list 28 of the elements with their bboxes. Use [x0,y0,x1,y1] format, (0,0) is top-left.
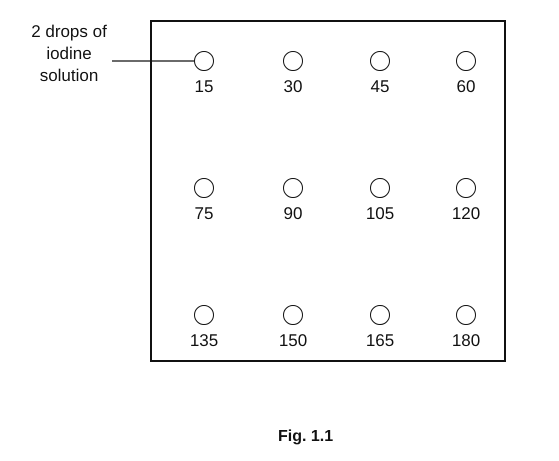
spot-well [283,51,303,71]
spot-well [194,178,214,198]
time-label: 90 [282,204,304,224]
spotting-tile [150,20,506,362]
time-label: 30 [282,77,304,97]
spot-well [370,178,390,198]
leader-line [112,60,194,62]
spot-well [370,51,390,71]
time-label: 15 [194,77,214,97]
time-label: 180 [450,331,482,351]
spot-well [283,305,303,325]
time-label: 105 [364,204,396,224]
time-label: 165 [364,331,396,351]
time-label: 150 [278,331,308,351]
time-label: 120 [450,204,482,224]
spot-well [456,178,476,198]
time-label: 135 [188,331,220,351]
figure-caption: Fig. 1.1 [278,428,334,446]
spot-well [456,305,476,325]
time-label: 45 [370,77,390,97]
time-label: 75 [194,204,214,224]
spot-well [283,178,303,198]
spot-well [194,305,214,325]
spot-well [194,51,214,71]
time-label: 60 [456,77,476,97]
spot-well [456,51,476,71]
annotation-label: 2 drops of iodine solution [20,21,118,87]
spot-well [370,305,390,325]
